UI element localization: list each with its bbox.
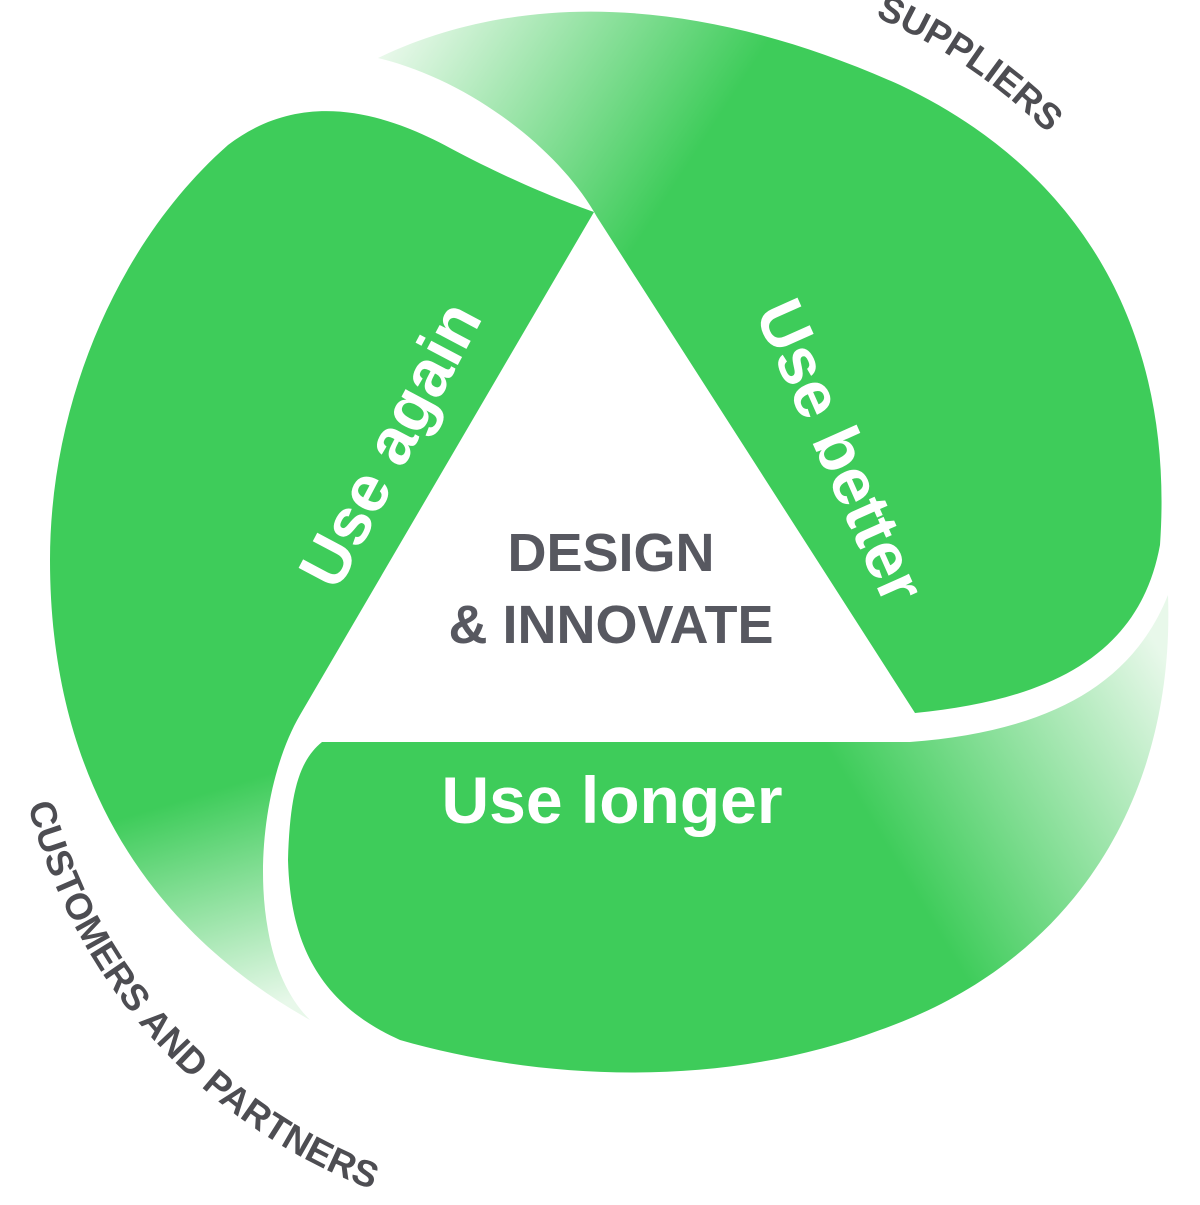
segment-use-longer xyxy=(288,595,1169,1073)
use-longer-label: Use longer xyxy=(441,763,782,837)
segment-use-again xyxy=(50,111,594,1020)
center-label-line1: DESIGN xyxy=(507,523,714,583)
segment-use-better xyxy=(378,11,1162,714)
center-label-line2: & INNOVATE xyxy=(448,595,773,655)
